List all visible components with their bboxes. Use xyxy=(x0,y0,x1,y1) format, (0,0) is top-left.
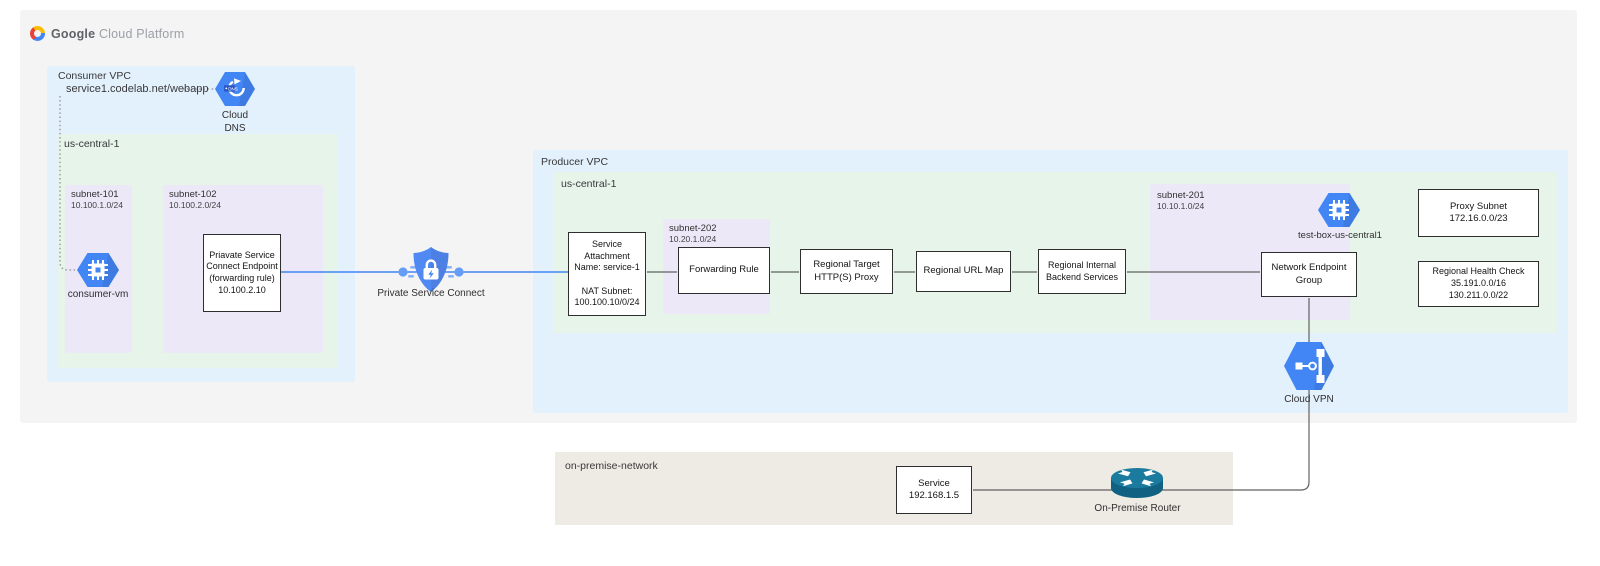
cloud-dns-icon: DNS xyxy=(215,71,255,107)
producer-region-label: us-central-1 xyxy=(561,178,617,190)
subnet-102-header: subnet-102 10.100.2.0/24 xyxy=(169,189,221,210)
proxy-subnet-box: Proxy Subnet 172.16.0.0/23 xyxy=(1418,189,1539,237)
subnet-202-name: subnet-202 xyxy=(669,223,717,234)
private-service-connect-label: Private Service Connect xyxy=(377,288,485,299)
on-premise-service-box: Service 192.168.1.5 xyxy=(896,466,972,514)
subnet-201-name: subnet-201 xyxy=(1157,190,1205,201)
subnet-101-header: subnet-101 10.100.1.0/24 xyxy=(71,189,123,210)
subnet-202-cidr: 10.20.1.0/24 xyxy=(669,234,717,244)
service-attachment-box: Service Attachment Name: service-1 NAT S… xyxy=(568,232,646,316)
test-box-vm-label: test-box-us-central1 xyxy=(1298,230,1382,241)
producer-vpc-label: Producer VPC xyxy=(541,156,609,168)
on-premise-router-icon xyxy=(1106,464,1168,502)
subnet-201-cidr: 10.10.1.0/24 xyxy=(1157,201,1205,211)
subnet-202-header: subnet-202 10.20.1.0/24 xyxy=(669,223,717,244)
logo-google-text: Google xyxy=(51,26,96,41)
psc-endpoint-box: Priavate Service Connect Endpoint (forwa… xyxy=(203,234,281,312)
consumer-region-label: us-central-1 xyxy=(64,138,120,150)
google-cloud-platform-logo: Google Cloud Platform xyxy=(30,26,184,41)
cloud-vpn-label: Cloud VPN xyxy=(1284,394,1334,405)
consumer-vm-label: consumer-vm xyxy=(67,289,129,300)
logo-cloud-platform-text: Cloud Platform xyxy=(98,26,185,41)
subnet-101-cidr: 10.100.1.0/24 xyxy=(71,200,123,210)
subnet-201-header: subnet-201 10.10.1.0/24 xyxy=(1157,190,1205,211)
private-service-connect-icon xyxy=(393,246,469,298)
logo-text: Google Cloud Platform xyxy=(51,27,184,41)
google-cloud-logo-icon xyxy=(30,26,45,41)
subnet-101-name: subnet-101 xyxy=(71,189,119,200)
regional-internal-backend-box: Regional Internal Backend Services xyxy=(1038,249,1126,294)
regional-url-map-box: Regional URL Map xyxy=(916,251,1011,292)
dns-record-text: service1.codelab.net/webapp xyxy=(66,83,209,95)
subnet-102-cidr: 10.100.2.0/24 xyxy=(169,200,221,210)
regional-health-check-box: Regional Health Check 35.191.0.0/16 130.… xyxy=(1418,261,1539,307)
network-endpoint-group-box: Network Endpoint Group xyxy=(1261,252,1357,297)
on-premise-router-label: On-Premise Router xyxy=(1094,503,1181,514)
consumer-vm-icon xyxy=(77,252,119,288)
regional-target-proxy-box: Regional Target HTTP(S) Proxy xyxy=(800,249,893,294)
cloud-dns-label: Cloud DNS xyxy=(221,110,249,134)
cloud-vpn-icon xyxy=(1284,338,1334,394)
forwarding-rule-box: Forwarding Rule xyxy=(678,247,770,294)
consumer-vpc-label: Consumer VPC xyxy=(58,70,131,82)
svg-text:DNS: DNS xyxy=(228,86,238,91)
test-box-vm-icon xyxy=(1318,192,1360,228)
on-premise-network-label: on-premise-network xyxy=(565,460,658,472)
subnet-102-name: subnet-102 xyxy=(169,189,217,200)
